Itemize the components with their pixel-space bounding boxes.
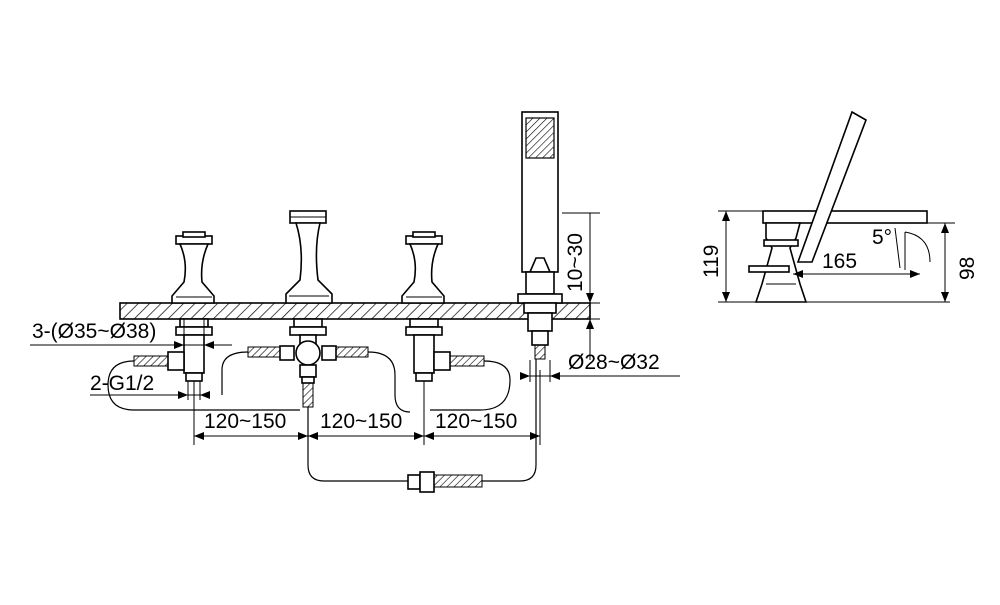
under-deck-center-mixer: [279, 318, 337, 384]
right-valve-handle: [401, 231, 445, 304]
handshower-hole-dimension: Ø28~Ø32: [520, 351, 680, 382]
angle-label: 5°: [872, 226, 892, 249]
hand-shower: [517, 111, 563, 304]
thread-label: 2-G1/2: [90, 372, 154, 395]
left-valve-handle: [171, 231, 215, 304]
height-119-label: 119: [700, 245, 723, 278]
height-98-label: 98: [956, 257, 979, 280]
deck-thickness-dimension: 10~30: [562, 212, 600, 360]
hole-diameter-dimension: 3-(Ø35~Ø38): [30, 319, 232, 350]
center-spout: [285, 210, 333, 304]
spacing-1-label: 120~150: [204, 410, 286, 433]
handshower-hole-label: Ø28~Ø32: [568, 351, 660, 374]
thread-dimension: 2-G1/2: [90, 372, 210, 400]
braided-hoses: [133, 346, 485, 493]
hole-diameter-label: 3-(Ø35~Ø38): [32, 320, 156, 343]
under-deck-right-valve: [405, 318, 451, 382]
reach-label: 165: [822, 250, 857, 273]
under-deck-left-valve: [167, 318, 213, 382]
under-deck-diverter: [523, 302, 557, 360]
side-view: 5° 165 119 98: [700, 110, 979, 303]
hose-loops: [107, 351, 537, 482]
deck-thickness-label: 10~30: [564, 233, 587, 292]
spacing-2-label: 120~150: [320, 410, 402, 433]
deck-section: [119, 302, 591, 320]
spacing-dimensions: 120~150 120~150 120~150: [193, 370, 541, 445]
spacing-3-label: 120~150: [435, 410, 517, 433]
